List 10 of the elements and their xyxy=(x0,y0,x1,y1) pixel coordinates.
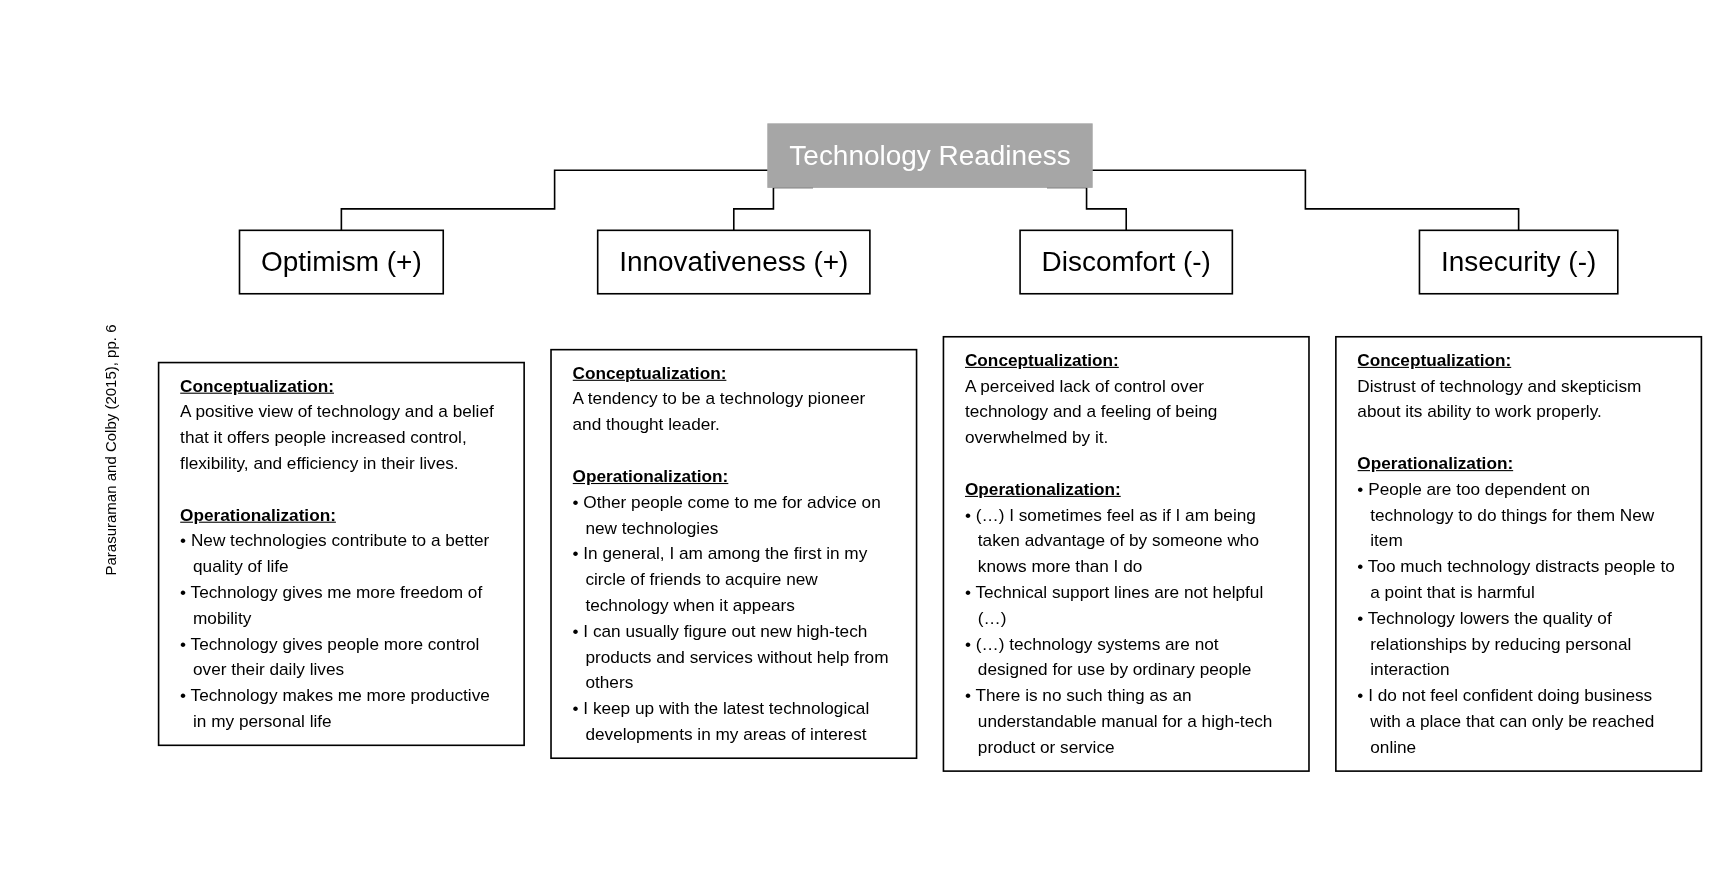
node-box: Conceptualization: A tendency to be a technology pioneer and thought leader. Operationalization: • Other people come to me for advice on new technologies • In general, I am among the first in my circle of friends to acquire new technology when it appears • I can usually figure out new high-tech products and services without help from others • I keep up with the latest technological developments in my areas of interest xyxy=(550,348,918,759)
node-box: Conceptualization: Distrust of technology and skepticism about its ability to work properly. Operationalization: • People are too dependent on technology to do things for them New item • Too much technology distracts people to a point that is harmful • Technology lowers the quality of relationships by reducing personal interaction • I do not feel confident doing business with a place that can only be reached online xyxy=(1335,335,1703,772)
node-box: Conceptualization: A perceived lack of control over technology and a feeling of being overwhelmed by it. Operationalization: • (…) I sometimes feel as if I am being taken advantage of by someone who knows more than I do • Technical support lines are not helpful (…) • (…) technology systems are not designed for use by ordinary people • There is no such thing as an understandable manual for a high-tech product or service xyxy=(942,335,1310,772)
node-box: Insecurity (-) xyxy=(1418,229,1619,295)
node-box: Innovativeness (+) xyxy=(596,229,871,295)
node-box: Conceptualization: A positive view of technology and a belief that it offers people increased control, flexibility, and efficiency in their lives. Operationalization: • New technologies contribute to a better quality of life • Technology gives me more freedom of mobility • Technology gives people more control over their daily lives • Technology makes me more productive in my personal life xyxy=(157,361,525,747)
node-box: Discomfort (-) xyxy=(1019,229,1234,295)
node-box: Optimism (+) xyxy=(238,229,445,295)
citation-text: Parasuraman and Colby (2015), pp. 6 xyxy=(101,324,119,576)
node-box: Technology Readiness xyxy=(767,123,1093,188)
